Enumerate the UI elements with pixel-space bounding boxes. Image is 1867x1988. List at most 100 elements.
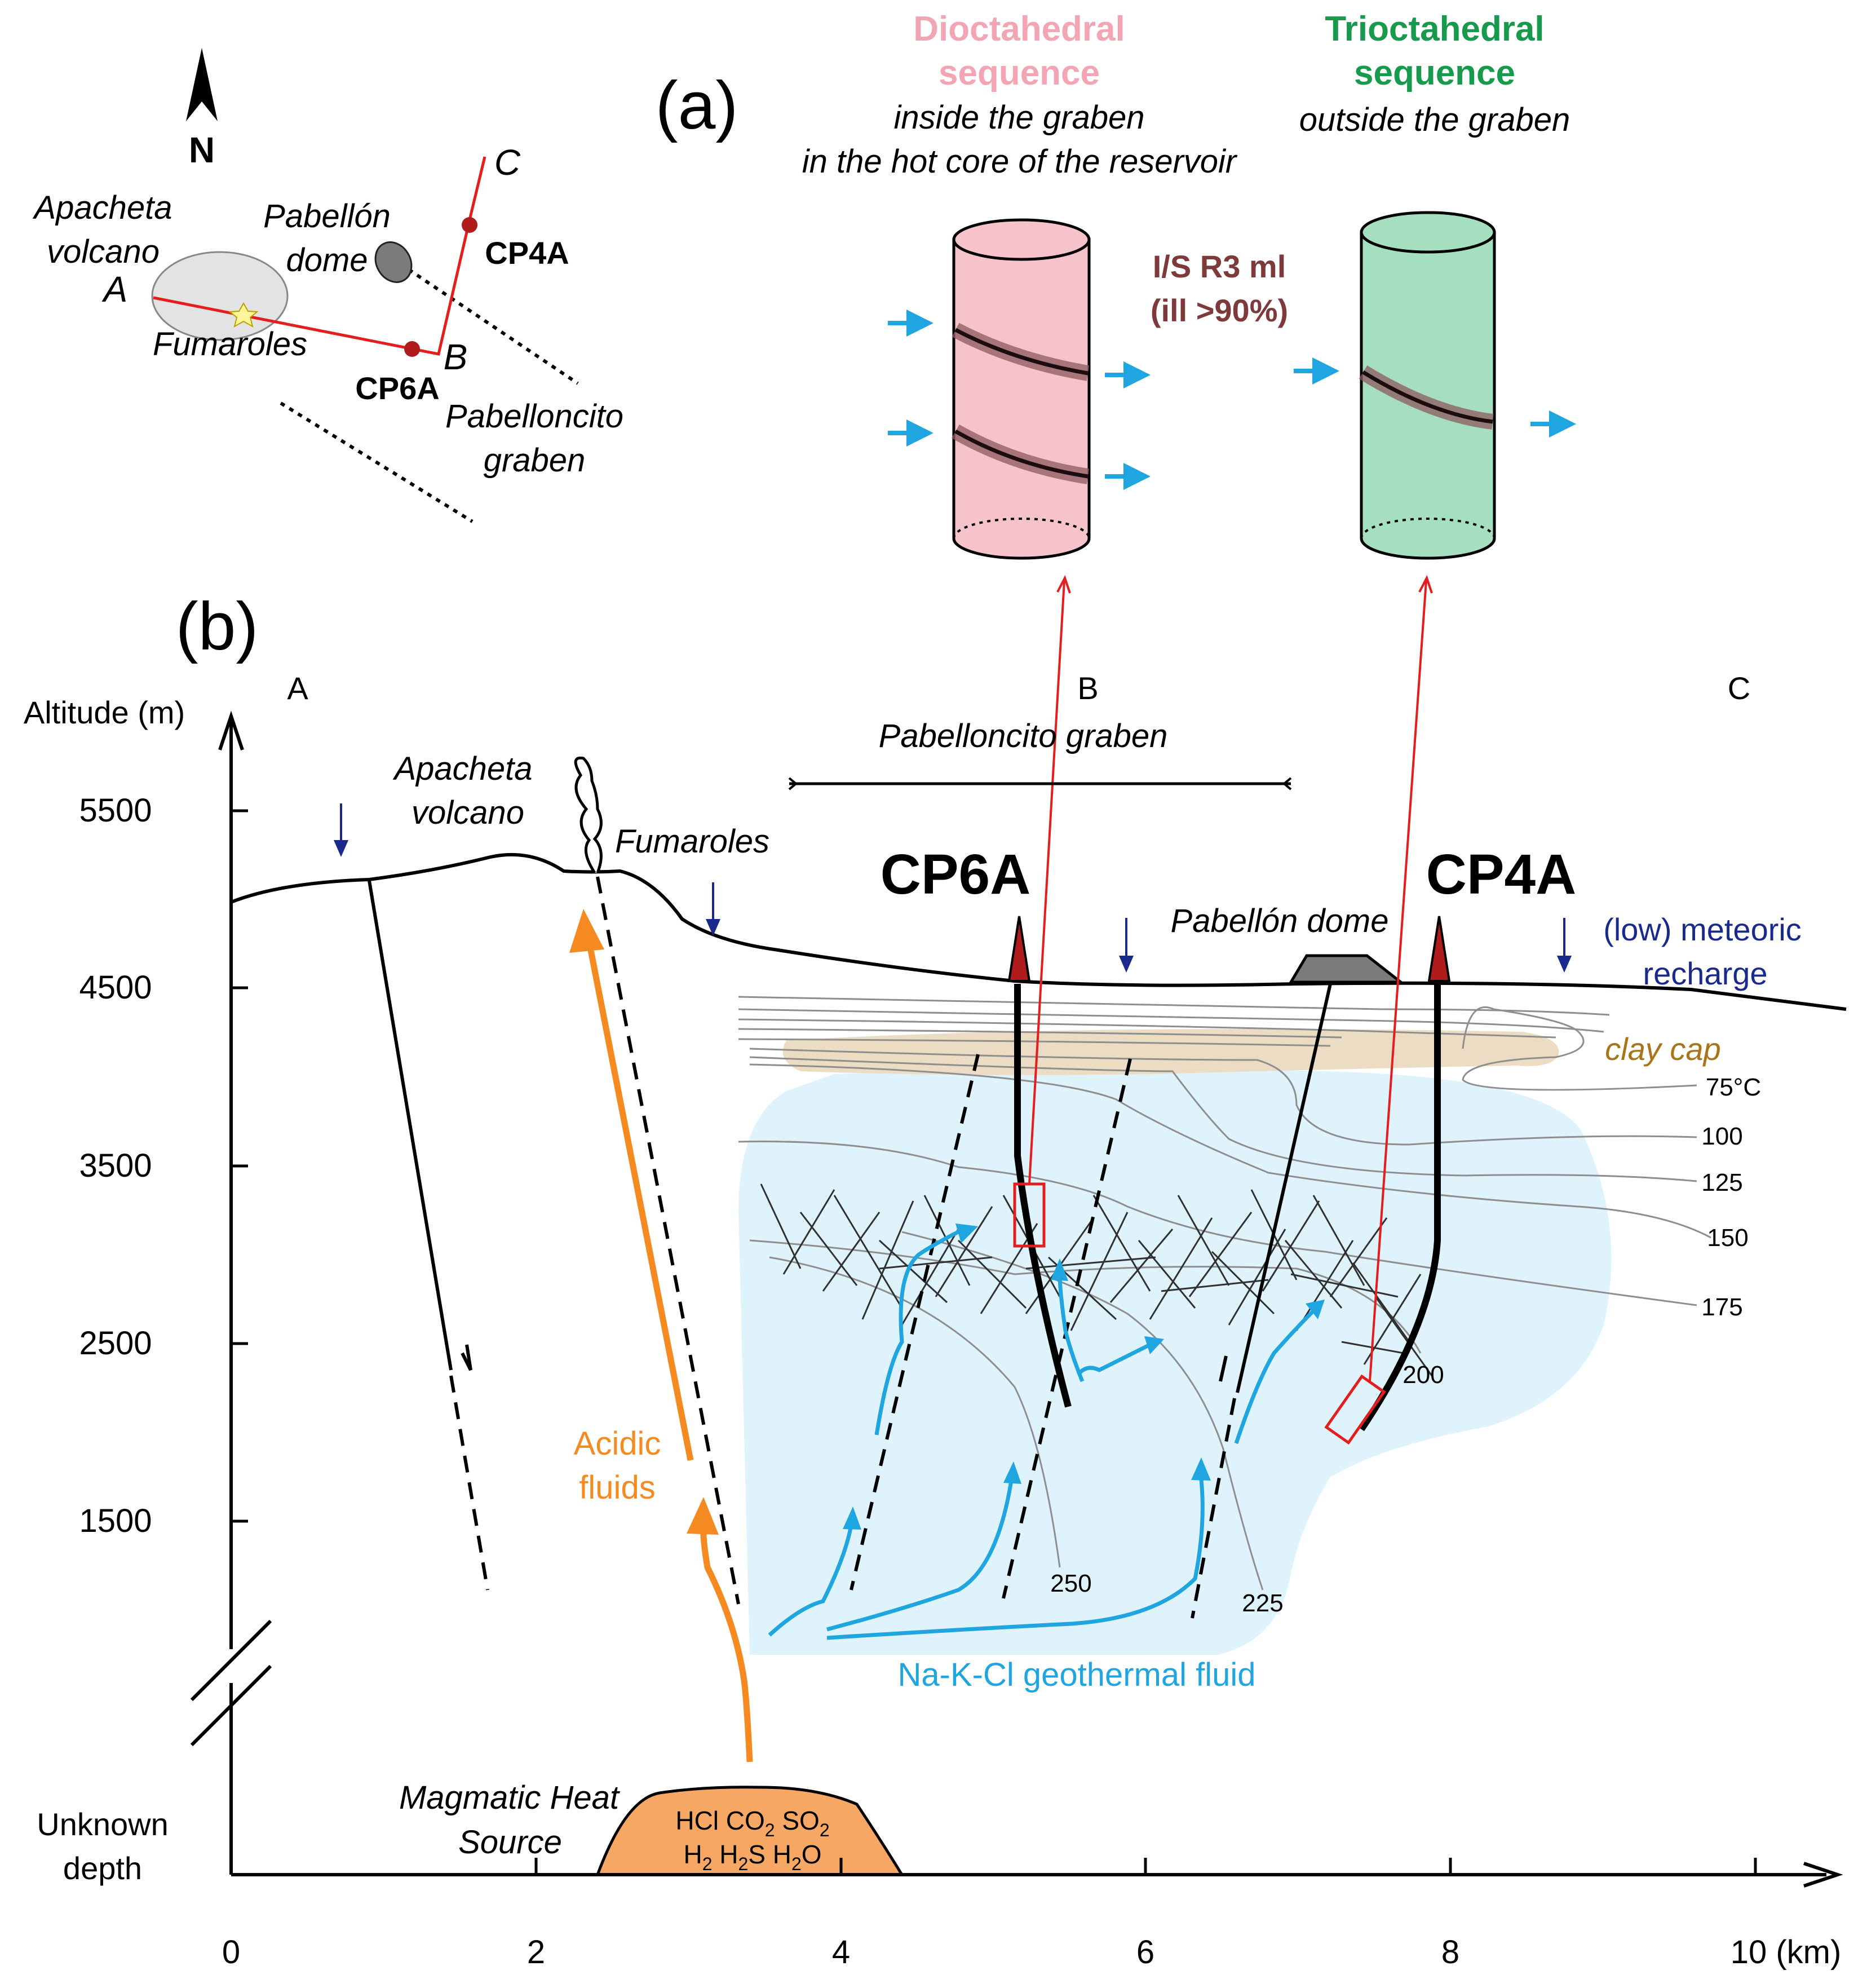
cp6a-to-core-line <box>1028 580 1065 1185</box>
pabellon-dome-label: Pabellón dome <box>1171 903 1389 939</box>
cp4a-well <box>1324 916 1451 1445</box>
fumarole-fault <box>596 876 740 1605</box>
unknown-depth-label-1: Unknown <box>37 1806 168 1842</box>
axis-break-mark-1 <box>190 1619 272 1702</box>
meteoric-label-2: recharge <box>1643 956 1767 991</box>
is-label-2: (ill >90%) <box>1151 293 1288 328</box>
trioctahedral-core-cylinder <box>1359 211 1496 560</box>
north-arrow-icon <box>186 48 218 121</box>
magma-body <box>595 1786 905 1876</box>
x-tick-2: 2 <box>527 1934 545 1971</box>
clay-cap-label: clay cap <box>1605 1031 1720 1067</box>
section-c-label: C <box>1728 670 1750 706</box>
isotherm-150-label: 150 <box>1707 1224 1748 1252</box>
isotherm-100-label: 100 <box>1701 1123 1742 1150</box>
fault-slip-icon <box>461 1344 472 1371</box>
map-cp6a-label: CP6A <box>355 370 439 406</box>
magma-label-2: Source <box>458 1824 562 1861</box>
cp6a-well <box>1007 916 1072 1408</box>
cp4a-map-well <box>462 217 477 233</box>
graben-fault-west-dashed <box>850 1054 980 1591</box>
isotherm-175-label: 175 <box>1701 1293 1742 1321</box>
geothermal-reservoir <box>738 1068 1612 1655</box>
clay-cap <box>782 1029 1559 1075</box>
axis-break-mark-2 <box>190 1664 272 1747</box>
fumarole-star-icon <box>228 302 259 328</box>
isotherm-225-label: 225 <box>1242 1589 1283 1617</box>
acidic-fluid-arrows <box>569 909 753 1762</box>
dioctahedral-core-cylinder <box>952 218 1091 560</box>
graben-label: Pabelloncito graben <box>879 718 1168 754</box>
x-tick-10: 10 (km) <box>1731 1934 1842 1971</box>
isotherm-125-label: 125 <box>1701 1169 1742 1196</box>
x-tick-6: 6 <box>1136 1934 1154 1971</box>
profile-line-abc <box>153 156 486 356</box>
panel-a-label: (a) <box>656 68 738 143</box>
western-fault-dashed <box>449 1375 489 1591</box>
x-tick-marks <box>534 1858 1757 1875</box>
dome-fault <box>1236 983 1332 1393</box>
unknown-depth-label-2: depth <box>63 1850 142 1886</box>
magma-label-1: Magmatic Heat <box>399 1779 621 1816</box>
isotherm-75-label: 75°C <box>1706 1073 1761 1101</box>
y-tick-2500: 2500 <box>79 1325 152 1362</box>
map-point-c: C <box>494 142 521 183</box>
x-tick-0: 0 <box>222 1934 240 1971</box>
north-label: N <box>189 130 215 170</box>
western-fault <box>368 880 453 1371</box>
apacheta-label-1: Apacheta <box>392 750 532 787</box>
x-tick-4: 4 <box>832 1934 850 1971</box>
magma-gases-2: H2 H2S H2O <box>683 1840 821 1874</box>
y-tick-marks <box>231 809 248 1523</box>
isotherm-250-label: 250 <box>1050 1570 1091 1597</box>
x-tick-8: 8 <box>1441 1934 1459 1971</box>
is-label-1: I/S R3 ml <box>1153 249 1286 284</box>
cp4a-label: CP4A <box>1426 843 1577 906</box>
panel-b-label: (b) <box>176 589 259 664</box>
magma-gases-1: HCl CO2 SO2 <box>675 1806 829 1840</box>
pabellon-dome-shape <box>1288 954 1405 984</box>
cp4a-sample-box <box>1324 1374 1386 1445</box>
dioctahedral-title-1: Dioctahedral <box>913 10 1125 48</box>
graben-fault-line-south <box>280 401 474 523</box>
graben-fault-line-north <box>408 268 579 385</box>
map-apacheta-label-2: volcano <box>47 233 160 270</box>
map-point-b: B <box>444 337 468 377</box>
trioctahedral-desc: outside the graben <box>1299 101 1570 138</box>
section-a-label: A <box>287 670 308 706</box>
map-apacheta-label-1: Apacheta <box>32 189 172 226</box>
dioctahedral-title-2: sequence <box>939 54 1100 92</box>
meteoric-label-1: (low) meteoric <box>1603 912 1802 947</box>
map-graben-label-2: graben <box>484 442 586 479</box>
dioctahedral-desc-1: inside the graben <box>894 99 1145 136</box>
fumarole-plume-icon <box>574 756 603 874</box>
cp4a-to-core-line <box>1369 580 1427 1382</box>
trioctahedral-title-1: Trioctahedral <box>1325 10 1544 48</box>
y-tick-4500: 4500 <box>79 969 152 1006</box>
trioctahedral-title-2: sequence <box>1354 54 1515 92</box>
fracture-network <box>760 1183 1433 1376</box>
apacheta-label-2: volcano <box>412 794 524 831</box>
dome-fault-dashed <box>1191 1398 1236 1619</box>
cp6a-map-well <box>404 341 420 357</box>
map-graben-label-1: Pabelloncito <box>445 398 623 435</box>
acidic-fluids-label-1: Acidic <box>574 1425 661 1462</box>
pabellon-dome-map-shape <box>374 241 413 283</box>
isotherm-lines <box>738 996 1711 1591</box>
isotherm-200-label: 200 <box>1403 1361 1444 1389</box>
dioctahedral-desc-2: in the hot core of the reservoir <box>802 143 1238 180</box>
geothermal-fluid-arrows <box>768 1230 1315 1640</box>
core-flow-arrows <box>888 310 1576 490</box>
y-tick-1500: 1500 <box>79 1503 152 1539</box>
y-axis-title: Altitude (m) <box>24 695 185 730</box>
map-pabellon-label-2: dome <box>286 242 368 279</box>
map-fumaroles-label: Fumaroles <box>153 326 307 363</box>
acidic-fluids-label-2: fluids <box>579 1469 655 1506</box>
map-point-a: A <box>101 269 128 310</box>
cp6a-label: CP6A <box>881 843 1031 906</box>
y-tick-5500: 5500 <box>79 792 152 829</box>
nakcl-fluid-label: Na-K-Cl geothermal fluid <box>897 1656 1255 1693</box>
fumaroles-label: Fumaroles <box>615 823 769 860</box>
dome-fault-kink <box>1219 1355 1228 1382</box>
